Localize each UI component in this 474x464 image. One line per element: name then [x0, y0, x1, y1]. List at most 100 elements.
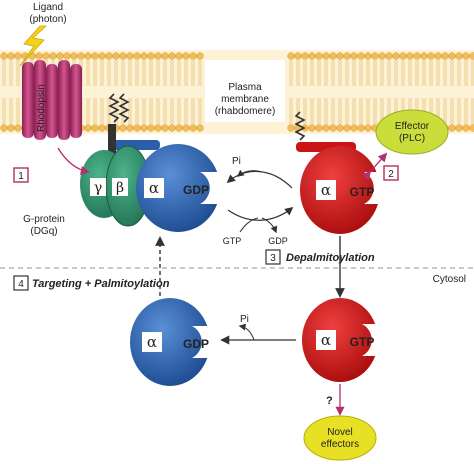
lipid-tail	[170, 98, 174, 124]
gdp-cycle-label: GDP	[268, 236, 288, 246]
step-3-number: 3	[270, 253, 276, 264]
lipid-head	[182, 124, 190, 132]
lipid-head	[343, 52, 351, 60]
step-4-label: Targeting + Palmitoylation	[32, 278, 170, 290]
lipid-head	[364, 52, 372, 60]
g-alpha-gtp-subunit	[300, 146, 380, 234]
rhodopsin-receptor: Rhodopsin	[22, 60, 82, 140]
lipid-head	[336, 124, 344, 132]
step-2-box	[383, 165, 399, 181]
lipid-tail	[401, 60, 405, 86]
effector-label: Effector	[395, 121, 430, 132]
lipid-tail	[317, 60, 321, 86]
lipid-tail	[394, 60, 398, 86]
lipid-head	[469, 52, 474, 60]
gdp-label: GDP	[183, 337, 209, 351]
lipid-tail	[93, 98, 97, 124]
lipid-tail	[121, 60, 125, 86]
lipid-tail	[422, 60, 426, 86]
step-4-box	[13, 275, 29, 291]
lipid-head	[357, 124, 365, 132]
lipid-tail	[2, 98, 6, 124]
nucleotide-pocket	[200, 172, 222, 204]
lipid-head	[7, 124, 15, 132]
lipid-head	[147, 124, 155, 132]
lipid-tail	[457, 60, 461, 86]
lipid-head	[161, 52, 169, 60]
lipid-tail	[464, 98, 468, 124]
lipid-head	[63, 52, 71, 60]
lipid-head	[427, 52, 435, 60]
lipid-tail	[16, 60, 20, 86]
hydrolysis-arrow	[226, 170, 293, 189]
lipid-head	[140, 52, 148, 60]
lipid-tail	[464, 60, 468, 86]
lipid-tail	[324, 60, 328, 86]
beta-box	[112, 178, 128, 196]
lipid-head	[301, 52, 309, 60]
lipid-tail	[107, 98, 111, 124]
lipid-tail	[296, 60, 300, 86]
lipid-head	[357, 52, 365, 60]
lipid-tail	[177, 60, 181, 86]
lipid-head	[154, 52, 162, 60]
lipid-tail	[443, 98, 447, 124]
lipid-tail	[86, 98, 90, 124]
lipid-tail	[128, 60, 132, 86]
step-3-box	[265, 249, 281, 265]
lipid-bilayer	[0, 52, 474, 132]
lipid-tail	[450, 98, 454, 124]
novel-label-2: effectors	[321, 439, 359, 450]
lipid-head	[126, 124, 134, 132]
lipid-tail	[170, 60, 174, 86]
lipid-head	[448, 52, 456, 60]
lipid-head	[112, 52, 120, 60]
rhodopsin-label: Rhodopsin	[36, 84, 47, 132]
plasma-label: Plasma	[228, 82, 262, 93]
gamma-label: γ	[94, 180, 102, 196]
lipid-tail	[345, 60, 349, 86]
gprotein-label: G-protein	[23, 214, 65, 225]
lipid-head	[336, 52, 344, 60]
lipid-tail	[457, 98, 461, 124]
gtp-label: GTP	[350, 185, 375, 199]
lipid-head	[385, 52, 393, 60]
g-protein-trimer: γ β α GDP	[80, 124, 222, 232]
step-1-box	[13, 167, 29, 183]
lipid-tail	[373, 60, 377, 86]
lipid-tail	[16, 98, 20, 124]
alpha-box	[142, 332, 162, 352]
lipid-tail	[184, 60, 188, 86]
ligand-photon: Ligand (photon)	[19, 2, 67, 67]
lipid-tail	[135, 98, 139, 124]
pi-release-arrow	[236, 169, 263, 177]
lipid-tail	[163, 60, 167, 86]
lipid-tail	[163, 98, 167, 124]
lipid-head	[119, 124, 127, 132]
palmitoyl-anchor	[294, 111, 306, 141]
rhodopsin-helix	[70, 64, 82, 138]
lipid-tail	[408, 60, 412, 86]
rhodopsin-helix	[34, 60, 46, 140]
lipid-head	[455, 52, 463, 60]
lipid-tail	[289, 98, 293, 124]
lipid-tail	[121, 98, 125, 124]
lipid-head	[406, 52, 414, 60]
g-alpha-gtp-membrane: α GTP	[296, 142, 382, 234]
lipid-head	[133, 124, 141, 132]
lipid-head	[175, 124, 183, 132]
lipid-head	[399, 52, 407, 60]
lipid-tail	[443, 60, 447, 86]
lipid-head	[308, 124, 316, 132]
alpha-box	[144, 178, 164, 198]
lipid-head	[133, 52, 141, 60]
nucleotide-exchange: Pi GTP GDP	[223, 156, 294, 246]
nucleotide-pocket	[362, 324, 378, 356]
lipid-head	[42, 52, 50, 60]
lipid-tail	[177, 98, 181, 124]
lipid-tail	[142, 98, 146, 124]
lipid-head	[126, 52, 134, 60]
lipid-head	[371, 52, 379, 60]
lipid-head	[84, 52, 92, 60]
